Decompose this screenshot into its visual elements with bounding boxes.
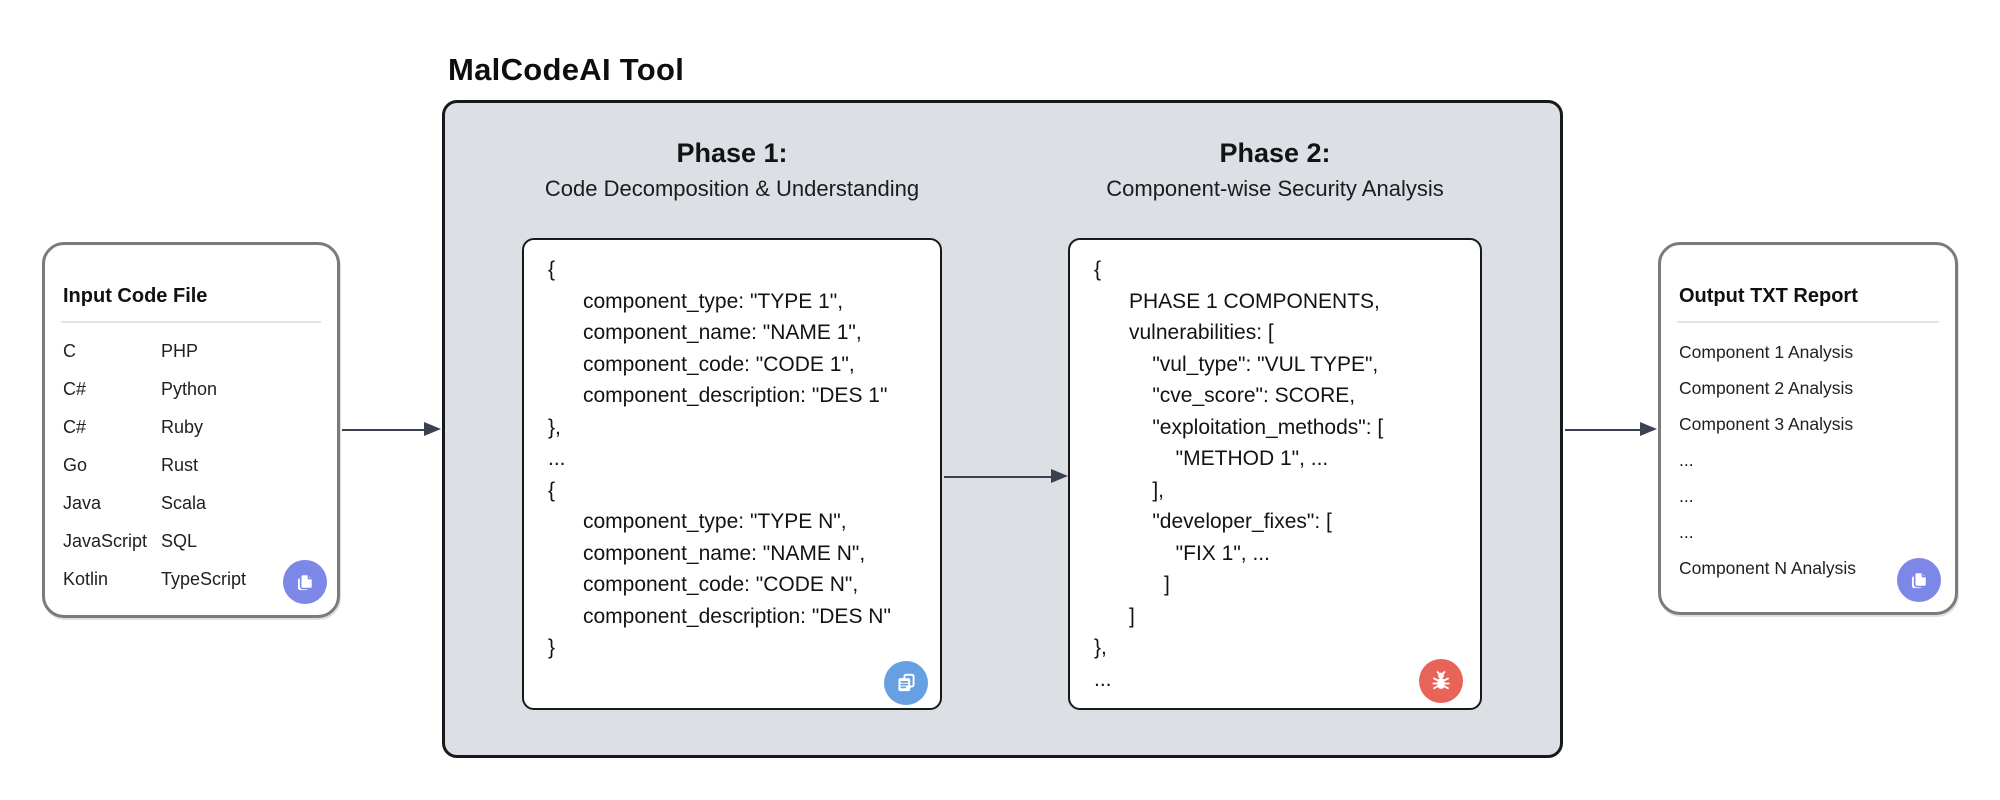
language-cell: Java xyxy=(63,492,102,513)
output-card-title: Output TXT Report xyxy=(1679,285,1858,307)
language-row: Go Rust xyxy=(63,446,319,484)
report-row: Component 2 Analysis xyxy=(1679,377,1854,398)
report-row: ... xyxy=(1679,521,1694,542)
language-row: JavaScript SQL xyxy=(63,522,319,560)
language-cell: JavaScript xyxy=(63,530,148,551)
language-row: C# Python xyxy=(63,370,319,408)
language-row: Java Scala xyxy=(63,484,319,522)
language-cell: PHP xyxy=(161,340,199,361)
phase2-subtitle: Component-wise Security Analysis xyxy=(1106,176,1444,201)
language-cell: Go xyxy=(63,454,88,475)
language-cell: Python xyxy=(161,378,218,399)
language-cell: Scala xyxy=(161,492,207,513)
phase2-heading: Phase 2: Component-wise Security Analysi… xyxy=(1068,138,1482,202)
diagram-title: MalCodeAI Tool xyxy=(448,52,685,87)
phase1-title: Phase 1: xyxy=(676,138,788,168)
language-list: C PHP C# Python C# Ruby Go Rust Java Sca… xyxy=(45,323,337,598)
phase2-title: Phase 2: xyxy=(1219,138,1331,168)
phase2-code: { PHASE 1 COMPONENTS, vulnerabilities: [… xyxy=(1094,258,1384,691)
output-txt-report-card: Output TXT Report Component 1 Analysis C… xyxy=(1658,242,1958,615)
report-row: Component 3 Analysis xyxy=(1679,413,1854,434)
language-row: C# Ruby xyxy=(63,408,319,446)
report-row: Component N Analysis xyxy=(1679,557,1857,578)
language-cell: Kotlin xyxy=(63,568,109,589)
phase1-heading: Phase 1: Code Decomposition & Understand… xyxy=(522,138,942,202)
report-list: Component 1 Analysis Component 2 Analysi… xyxy=(1661,323,1955,586)
document-lines-icon xyxy=(884,661,928,705)
phase1-subtitle: Code Decomposition & Understanding xyxy=(544,176,920,201)
divider xyxy=(1677,321,1939,323)
copy-files-icon xyxy=(1897,558,1941,602)
language-cell: C xyxy=(63,340,76,361)
language-cell: Ruby xyxy=(161,416,204,437)
report-row: Component 1 Analysis xyxy=(1679,341,1854,362)
arrow-tool-to-output xyxy=(1565,422,1657,436)
language-cell: SQL xyxy=(161,530,198,551)
phase2-code-card: { PHASE 1 COMPONENTS, vulnerabilities: [… xyxy=(1068,238,1482,710)
phase1-code: { component_type: "TYPE 1", component_na… xyxy=(548,258,891,659)
report-row: ... xyxy=(1679,449,1694,470)
bug-icon xyxy=(1419,659,1463,703)
arrow-input-to-tool xyxy=(342,422,441,436)
language-row: Kotlin TypeScript xyxy=(63,560,319,598)
input-code-file-card: Input Code File C PHP C# Python C# Ruby … xyxy=(42,242,340,618)
language-cell: TypeScript xyxy=(161,568,247,589)
language-cell: C# xyxy=(63,416,87,437)
language-cell: C# xyxy=(63,378,87,399)
report-row: ... xyxy=(1679,485,1694,506)
input-card-title: Input Code File xyxy=(63,285,208,307)
language-cell: Rust xyxy=(161,454,199,475)
arrow-phase1-to-phase2 xyxy=(944,469,1068,483)
copy-files-icon xyxy=(283,560,327,604)
language-row: C PHP xyxy=(63,332,319,370)
divider xyxy=(61,321,321,323)
phase1-code-card: { component_type: "TYPE 1", component_na… xyxy=(522,238,942,710)
